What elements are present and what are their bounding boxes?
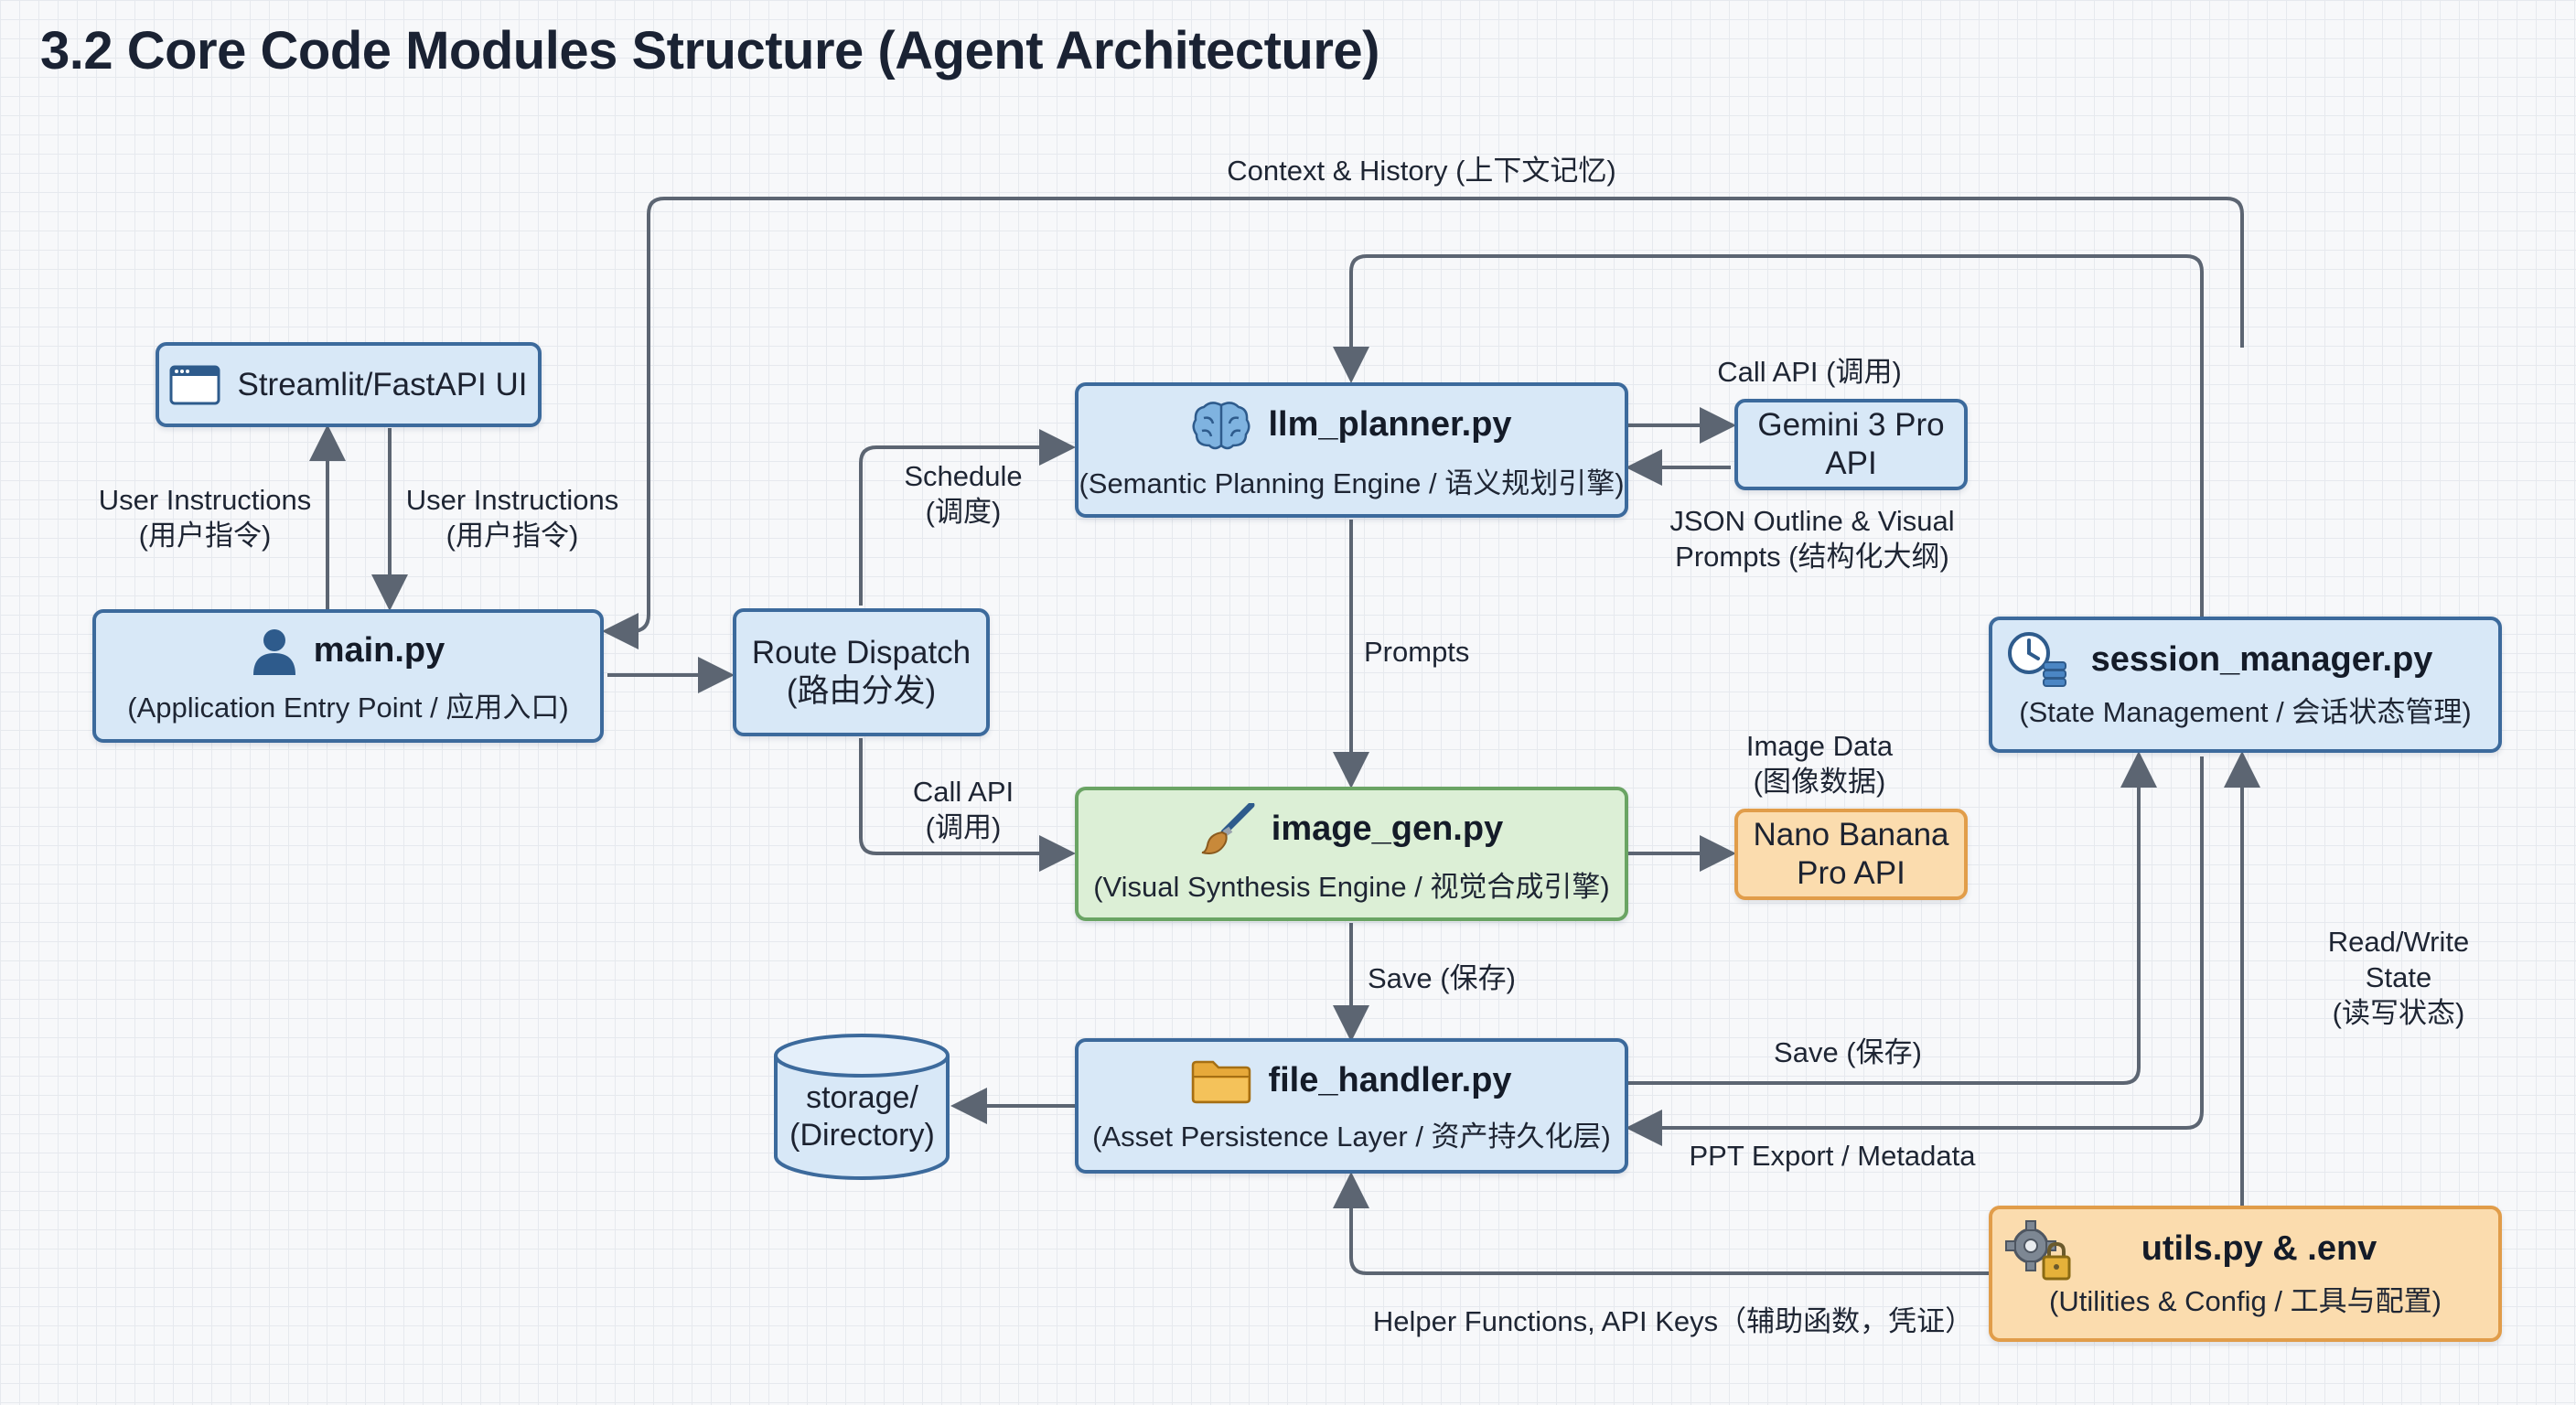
arrow-utils-helper (1333, 1172, 1991, 1275)
main-node[interactable]: main.py (Application Entry Point / 应用入口) (92, 609, 604, 743)
label-helper-functions: Helper Functions, API Keys（辅助函数，凭证） (1372, 1305, 1974, 1337)
file-handler-title: file_handler.py (1268, 1061, 1512, 1099)
ui-node[interactable]: Streamlit/FastAPI UI (156, 342, 542, 427)
arrow-route-call-api (859, 738, 1076, 872)
arrow-file-save-session (1628, 751, 2157, 1085)
label-image-data: Image Data (图像数据) (1745, 730, 1894, 798)
storage-label: storage/ (Directory) (789, 1080, 935, 1153)
main-node-title: main.py (313, 631, 445, 670)
label-save-session: Save (保存) (1774, 1036, 1922, 1068)
llm-planner-node[interactable]: llm_planner.py (Semantic Planning Engine… (1075, 382, 1628, 518)
arrow-session-ppt-export (1626, 756, 2204, 1146)
label-prompts: Prompts (1364, 636, 1470, 668)
llm-planner-title: llm_planner.py (1268, 405, 1512, 444)
gear-lock-icon (2005, 1220, 2073, 1287)
paintbrush-icon (1200, 803, 1255, 854)
label-read-write-state: Read/Write State (读写状态) (2327, 926, 2470, 1029)
label-user-instructions-up: User Instructions (用户指令) (98, 484, 312, 552)
browser-window-icon (169, 365, 220, 405)
arrow-context-history (602, 197, 2244, 649)
brain-icon (1191, 400, 1251, 451)
main-node-description: (Application Entry Point / 应用入口) (127, 691, 569, 724)
label-context-history: Context & History (上下文记忆) (1227, 155, 1616, 187)
session-manager-node[interactable]: session_manager.py (State Management / 会… (1989, 617, 2502, 753)
label-schedule: Schedule (调度) (904, 460, 1023, 528)
utils-node[interactable]: utils.py & .env (Utilities & Config / 工具… (1989, 1206, 2502, 1342)
arrow-session-to-planner (1333, 254, 2204, 618)
gemini-api-label: Gemini 3 Pro API (1757, 407, 1945, 481)
image-gen-node[interactable]: image_gen.py (Visual Synthesis Engine / … (1075, 787, 1628, 921)
file-handler-node[interactable]: file_handler.py (Asset Persistence Layer… (1075, 1038, 1628, 1174)
label-call-api-route: Call API (调用) (912, 776, 1014, 843)
clock-database-icon (2007, 631, 2069, 692)
storage-cylinder[interactable] (772, 1032, 951, 1182)
image-gen-description: (Visual Synthesis Engine / 视觉合成引擎) (1093, 871, 1610, 903)
gemini-api-node[interactable]: Gemini 3 Pro API (1734, 399, 1968, 490)
nano-banana-api-label: Nano Banana Pro API (1753, 817, 1949, 891)
folder-icon (1191, 1058, 1251, 1104)
utils-description: (Utilities & Config / 工具与配置) (2049, 1284, 2442, 1317)
user-icon (252, 627, 297, 675)
image-gen-title: image_gen.py (1271, 809, 1504, 848)
label-save-down: Save (保存) (1368, 962, 1516, 994)
label-call-api-gemini: Call API (调用) (1717, 356, 1902, 388)
utils-title: utils.py & .env (2141, 1228, 2377, 1268)
label-ppt-export: PPT Export / Metadata (1689, 1140, 1976, 1172)
arrow-route-schedule (859, 429, 1076, 606)
route-dispatch-label: Route Dispatch (路由分发) (751, 635, 971, 709)
session-manager-title: session_manager.py (2090, 639, 2433, 679)
llm-planner-description: (Semantic Planning Engine / 语义规划引擎) (1079, 467, 1625, 499)
session-manager-description: (State Management / 会话状态管理) (2019, 695, 2472, 728)
nano-banana-api-node[interactable]: Nano Banana Pro API (1734, 809, 1968, 900)
route-dispatch-node[interactable]: Route Dispatch (路由分发) (733, 608, 990, 736)
label-user-instructions-down: User Instructions (用户指令) (405, 484, 619, 552)
file-handler-description: (Asset Persistence Layer / 资产持久化层) (1092, 1120, 1611, 1153)
page-title: 3.2 Core Code Modules Structure (Agent A… (40, 21, 1379, 80)
ui-node-label: Streamlit/FastAPI UI (237, 366, 528, 402)
label-json-outline: JSON Outline & Visual Prompts (结构化大纲) (1669, 505, 1955, 573)
